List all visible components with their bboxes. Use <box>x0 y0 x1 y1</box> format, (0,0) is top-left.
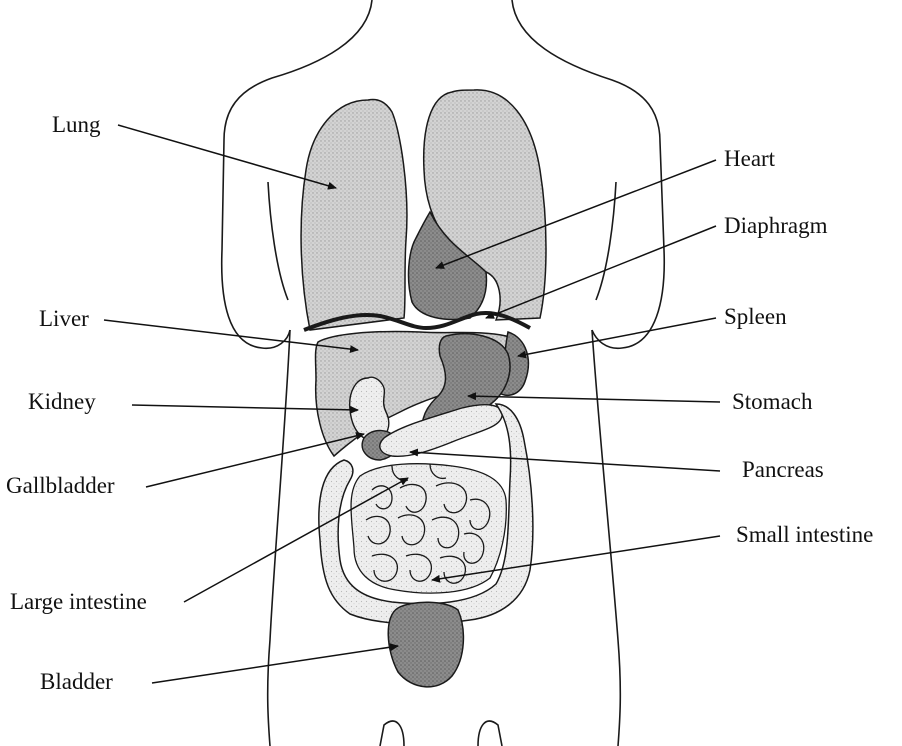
lung-leader <box>118 125 336 188</box>
bladder-leader <box>152 646 398 683</box>
label-bladder: Bladder <box>40 670 113 693</box>
left-lung <box>301 100 407 331</box>
label-small-intestine: Small intestine <box>736 523 873 546</box>
label-liver: Liver <box>39 307 89 330</box>
bladder <box>388 602 463 687</box>
label-pancreas: Pancreas <box>742 458 824 481</box>
label-heart: Heart <box>724 147 775 170</box>
spleen-leader <box>518 318 716 356</box>
stomach-leader <box>468 396 720 402</box>
label-lung: Lung <box>52 113 101 136</box>
small-intestine <box>351 464 506 593</box>
label-spleen: Spleen <box>724 305 787 328</box>
label-large-intestine: Large intestine <box>10 590 147 613</box>
label-kidney: Kidney <box>28 390 96 413</box>
label-stomach: Stomach <box>732 390 813 413</box>
label-diaphragm: Diaphragm <box>724 214 827 237</box>
label-gallbladder: Gallbladder <box>6 474 115 497</box>
